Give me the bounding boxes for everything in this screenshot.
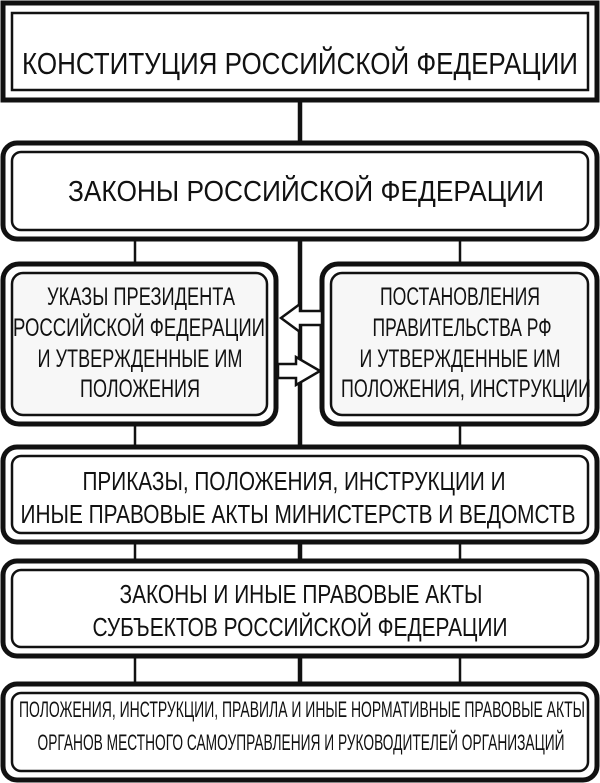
constitution-label: КОНСТИТУЦИЯ РОССИЙСКОЙ ФЕДЕРАЦИИ xyxy=(22,45,578,81)
arrow-right-icon xyxy=(276,354,323,388)
text-line: ИНЫЕ ПРАВОВЫЕ АКТЫ МИНИСТЕРСТВ И ВЕДОМСТ… xyxy=(21,499,576,529)
ministry-acts-box: ПРИКАЗЫ, ПОЛОЖЕНИЯ, ИНСТРУКЦИИ И ИНЫЕ ПР… xyxy=(0,444,600,545)
regional-acts-box: ЗАКОНЫ И ИНЫЕ ПРАВОВЫЕ АКТЫ СУБЪЕКТОВ РО… xyxy=(0,558,600,659)
text-line: И УТВЕРЖДЕННЫЕ ИМ xyxy=(38,345,243,373)
text-line: ЗАКОНЫ И ИНЫЕ ПРАВОВЫЕ АКТЫ xyxy=(120,579,483,609)
text-line: И УТВЕРЖДЕННЫЕ ИМ xyxy=(360,345,561,373)
text-line: ПОСТАНОВЛЕНИЯ xyxy=(380,283,540,311)
federal-laws-box: ЗАКОНЫ РОССИЙСКОЙ ФЕДЕРАЦИИ xyxy=(0,140,600,242)
government-resolutions-box: ПОСТАНОВЛЕНИЯ ПРАВИТЕЛЬСТВА РФ И УТВЕРЖД… xyxy=(319,261,600,427)
arrow-left-icon xyxy=(278,301,324,335)
federal-laws-label: ЗАКОНЫ РОССИЙСКОЙ ФЕДЕРАЦИИ xyxy=(68,174,544,208)
text-line: ПОЛОЖЕНИЯ, ИНСТРУКЦИИ, ПРАВИЛА И ИНЫЕ НО… xyxy=(19,697,585,722)
text-line: УКАЗЫ ПРЕЗИДЕНТА xyxy=(47,283,235,311)
text-line: СУБЪЕКТОВ РОССИЙСКОЙ ФЕДЕРАЦИИ xyxy=(93,612,508,642)
text-line: ПОЛОЖЕНИЯ xyxy=(80,375,200,403)
text-line: ПРАВИТЕЛЬСТВА РФ xyxy=(373,314,552,342)
president-decrees-box: УКАЗЫ ПРЕЗИДЕНТА РОССИЙСКОЙ ФЕДЕРАЦИИ И … xyxy=(0,261,279,427)
local-acts-box: ПОЛОЖЕНИЯ, ИНСТРУКЦИИ, ПРАВИЛА И ИНЫЕ НО… xyxy=(0,681,600,783)
text-line: ПРИКАЗЫ, ПОЛОЖЕНИЯ, ИНСТРУКЦИИ И xyxy=(83,466,506,496)
text-line: РОССИЙСКОЙ ФЕДЕРАЦИИ xyxy=(13,312,265,342)
text-line: ОРГАНОВ МЕСТНОГО САМОУПРАВЛЕНИЯ И РУКОВО… xyxy=(38,730,565,755)
text-line: ПОЛОЖЕНИЯ, ИНСТРУКЦИИ xyxy=(341,375,591,403)
constitution-box: КОНСТИТУЦИЯ РОССИЙСКОЙ ФЕДЕРАЦИИ xyxy=(0,0,600,103)
